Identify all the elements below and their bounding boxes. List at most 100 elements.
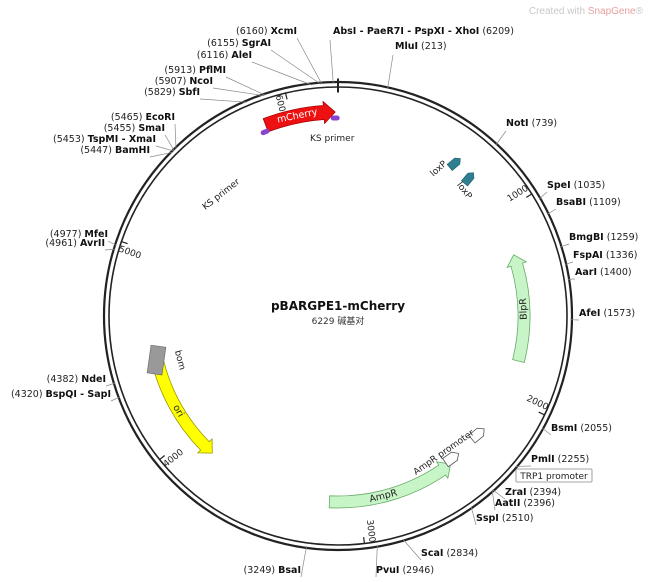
site-position: (4320) bbox=[11, 389, 46, 400]
site-position: (5455) bbox=[104, 123, 139, 134]
tick-label-3000: 3000 bbox=[364, 519, 377, 543]
restriction-site-label: MluI (213) bbox=[395, 41, 447, 52]
site-leader-2 bbox=[495, 130, 507, 146]
loxp-2-label: loxP bbox=[454, 181, 474, 202]
tick-6000 bbox=[284, 92, 288, 100]
site-position: (5907) bbox=[155, 76, 190, 87]
site-leader-14 bbox=[402, 539, 422, 561]
site-position: (2394) bbox=[527, 487, 562, 498]
restriction-site-label: (5455) SmaI bbox=[104, 123, 165, 134]
site-name: SgrAI bbox=[242, 38, 271, 49]
site-leader-12 bbox=[491, 490, 496, 511]
restriction-site-label: (4961) AvrII bbox=[45, 238, 105, 249]
restriction-site-label: AfeI (1573) bbox=[579, 308, 635, 319]
restriction-site-label: AatII (2396) bbox=[495, 498, 555, 509]
restriction-site-label: BmgBI (1259) bbox=[569, 232, 638, 243]
restriction-site-label: ScaI (2834) bbox=[421, 548, 478, 559]
site-leader-5 bbox=[559, 243, 570, 248]
site-position: (739) bbox=[529, 118, 558, 129]
restriction-site-label: NotI (739) bbox=[506, 118, 557, 129]
site-position: (5465) bbox=[111, 112, 146, 123]
restriction-site-label: ZraI (2394) bbox=[505, 487, 561, 498]
trp1-promoter-box bbox=[515, 468, 593, 483]
site-position: (4977) bbox=[50, 229, 85, 240]
site-leader-1 bbox=[387, 54, 394, 89]
site-name: MfeI bbox=[84, 229, 108, 240]
site-position: (1109) bbox=[586, 197, 621, 208]
site-name: PmlI bbox=[531, 454, 555, 465]
site-leader-23 bbox=[164, 134, 175, 152]
loxp-2-arrow bbox=[461, 172, 475, 187]
site-name: AvrII bbox=[80, 238, 105, 249]
site-leader-13 bbox=[470, 506, 477, 526]
restriction-site-label: SpeI (1035) bbox=[547, 180, 605, 191]
site-name: BsmI bbox=[551, 423, 577, 434]
site-leader-20 bbox=[107, 240, 117, 246]
site-position: (1573) bbox=[600, 308, 635, 319]
site-name: AleI bbox=[231, 50, 252, 61]
restriction-site-label: (4320) BspQI - SapI bbox=[11, 389, 111, 400]
site-name: FspAI bbox=[573, 250, 603, 261]
site-leader-6 bbox=[564, 261, 574, 265]
site-leader-21 bbox=[149, 151, 174, 158]
restriction-site-label: (5913) PflMI bbox=[164, 65, 226, 76]
site-name: NcoI bbox=[189, 76, 213, 87]
blpr-label: BlpR bbox=[518, 298, 530, 321]
site-position: (2946) bbox=[399, 565, 434, 576]
site-position: (6160) bbox=[236, 26, 271, 37]
site-position: (5453) bbox=[53, 134, 88, 145]
ks-primer-1-label: KS primer bbox=[310, 134, 355, 144]
site-leader-lines bbox=[104, 37, 580, 578]
tick-label-1000: 1000 bbox=[506, 184, 531, 205]
site-position: (5829) bbox=[144, 87, 179, 98]
bom-feature bbox=[146, 344, 167, 376]
site-name: AatII bbox=[495, 498, 520, 509]
mcherry-feature bbox=[262, 100, 336, 133]
site-position: (5913) bbox=[164, 65, 199, 76]
ampr-promoter-arrow-1 bbox=[468, 427, 485, 444]
tick-label-4000: 4000 bbox=[162, 447, 186, 469]
site-position: (1336) bbox=[603, 250, 638, 261]
restriction-site-label: PmlI (2255) bbox=[531, 454, 589, 465]
restriction-site-label: (4382) NdeI bbox=[47, 374, 106, 385]
site-leader-9 bbox=[541, 427, 552, 436]
site-leader-24 bbox=[174, 123, 177, 150]
restriction-site-label: (5829) SbfI bbox=[144, 87, 200, 98]
site-name: SpeI bbox=[547, 180, 571, 191]
site-name: NotI bbox=[506, 118, 529, 129]
site-position: (1259) bbox=[604, 232, 639, 243]
blpr-feature bbox=[506, 254, 531, 364]
ampr-feature bbox=[328, 461, 452, 509]
site-name: TspMI - XmaI bbox=[88, 134, 156, 145]
site-name: BspQI - SapI bbox=[46, 389, 111, 400]
site-leader-30 bbox=[296, 37, 323, 85]
site-position: (5447) bbox=[80, 145, 115, 156]
restriction-site-label: PvuI (2946) bbox=[376, 565, 434, 576]
site-leader-25 bbox=[199, 98, 247, 103]
site-position: (1400) bbox=[597, 267, 632, 278]
site-leader-15 bbox=[375, 545, 378, 578]
site-leader-29 bbox=[270, 49, 321, 85]
restriction-site-label: (5453) TspMI - XmaI bbox=[53, 134, 156, 145]
restriction-site-label: (6116) AleI bbox=[197, 50, 252, 61]
site-leader-26 bbox=[212, 87, 264, 97]
site-name: NdeI bbox=[81, 374, 106, 385]
site-name: ScaI bbox=[421, 548, 443, 559]
tick-3000 bbox=[363, 536, 365, 544]
restriction-site-label: BsmI (2055) bbox=[551, 423, 612, 434]
restriction-site-label: (5447) BamHI bbox=[80, 145, 150, 156]
site-name: BsaBI bbox=[556, 197, 586, 208]
restriction-site-label: AbsI - PaeR7I - PspXI - XhoI (6209) bbox=[333, 26, 514, 37]
loxp-1-arrow bbox=[446, 157, 461, 171]
tick-4000 bbox=[159, 455, 166, 461]
backbone-inner-ring bbox=[108, 86, 568, 546]
site-name: AarI bbox=[575, 267, 597, 278]
restriction-site-label: AarI (1400) bbox=[575, 267, 632, 278]
ori-feature bbox=[150, 357, 213, 454]
site-leader-17 bbox=[110, 396, 121, 402]
site-leader-11 bbox=[492, 489, 506, 500]
site-leader-18 bbox=[105, 382, 116, 387]
tick-label-5000: 5000 bbox=[117, 245, 142, 262]
restriction-site-label: (4977) MfeI bbox=[50, 229, 108, 240]
backbone-outer-ring bbox=[102, 80, 574, 552]
